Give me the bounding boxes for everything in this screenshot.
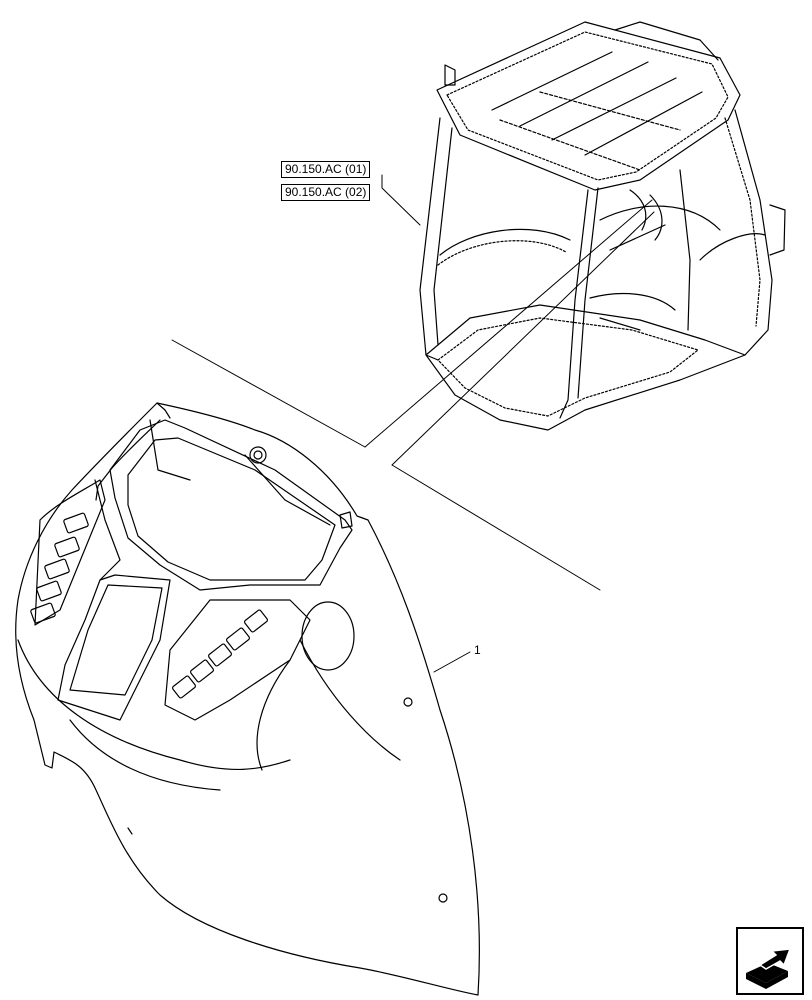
cab-roof (436, 21, 741, 191)
cab-floor (425, 304, 746, 431)
switch-icon (54, 536, 80, 558)
part-callout-1: 1 (474, 643, 481, 657)
section-line-right (391, 464, 601, 591)
cover-outline (15, 402, 480, 996)
center-column (57, 574, 171, 721)
section-line-left (171, 339, 366, 448)
detail-leader-upper (364, 199, 653, 448)
right-button-strip (164, 599, 311, 721)
switch-icon (172, 675, 196, 699)
next-page-arrow-icon (746, 948, 792, 989)
switch-icon (208, 643, 232, 667)
switch-icon (30, 602, 56, 624)
display-opening (109, 419, 353, 591)
switch-icon (244, 609, 268, 633)
fastener-icon (403, 697, 413, 707)
mount-knob-top (249, 446, 267, 464)
leader-lines (171, 174, 655, 673)
reference-label-02[interactable]: 90.150.AC (02) (281, 184, 371, 201)
fastener-icon (438, 893, 448, 903)
next-page-button[interactable] (736, 927, 804, 995)
cab-center-pillar (559, 189, 589, 419)
instrument-panel-cover (15, 402, 480, 996)
callout-leader (433, 651, 471, 673)
left-button-strip (30, 479, 106, 626)
switch-icon (190, 659, 214, 683)
cab-rear-pillar (734, 109, 773, 356)
switch-icon (36, 580, 62, 602)
detail-leader-lower (391, 211, 655, 466)
reference-label-01[interactable]: 90.150.AC (01) (281, 161, 371, 178)
switch-icon (44, 558, 70, 580)
cab-front-pillar-left (419, 117, 441, 361)
blank-plug (301, 601, 355, 671)
switch-icon (63, 512, 89, 534)
ref-leader (381, 174, 421, 226)
switch-icon (226, 627, 250, 651)
cab-frame (419, 21, 786, 431)
